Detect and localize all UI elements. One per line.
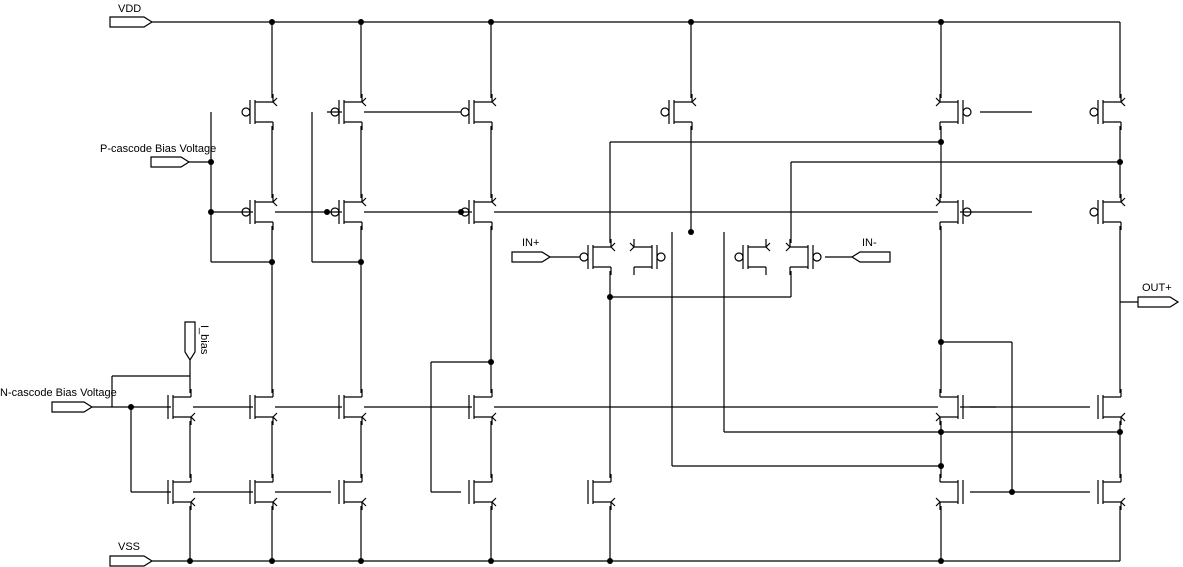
junction-dot [1009,489,1015,495]
p-cascode-bias-label: P-cascode Bias Voltage [100,143,216,155]
nmos-m2 [249,389,278,425]
junction-dot [269,259,275,265]
pmos-m3 [460,94,497,130]
vss-pin: VSS [109,541,154,567]
junction-dots [128,19,1123,564]
junction-dot [938,339,944,345]
pmos-diff-right [734,239,771,275]
junction-dot [488,19,494,25]
transistor-devices [167,94,1126,510]
pmos-m8 [330,194,367,230]
pmos-m2 [330,94,367,130]
junction-dot [938,19,944,25]
vdd-pin: VDD [109,3,154,28]
nmos-m1 [167,389,196,425]
junction-dot [938,463,944,469]
in-minus-pin: IN- [825,237,891,263]
out-plus-label: OUT+ [1142,282,1172,294]
junction-dot [358,558,364,564]
junction-dot [324,209,330,215]
junction-dot [187,558,193,564]
nmos-m10 [468,474,497,510]
pmos-m4 [660,94,697,130]
junction-dot [458,209,464,215]
p-bias-wires [210,111,1032,263]
pmos-in-minus [785,239,822,275]
nmos-m11 [587,474,616,510]
vdd-label: VDD [118,3,141,15]
vss-label: VSS [118,541,140,553]
junction-dot [607,294,613,300]
nmos-m9 [338,474,367,510]
pmos-m11 [1089,194,1126,230]
pmos-m9 [460,194,497,230]
nmos-m12 [935,474,964,510]
nmos-m13 [1097,474,1126,510]
pmos-in-plus [579,239,616,275]
junction-dot [208,159,214,165]
nmos-m8 [249,474,278,510]
pmos-diff-left [629,239,666,275]
junction-dot [269,19,275,25]
nmos-m6 [1097,389,1126,425]
junction-dot [358,259,364,265]
nmos-m4 [468,389,497,425]
n-cascode-bias-pin: N-cascode Bias Voltage [0,387,117,413]
junction-dot [128,404,134,410]
junction-dot [938,429,944,435]
pmos-m5 [935,94,972,130]
junction-dot [688,19,694,25]
i-bias-pin: I_bias [184,321,210,376]
n-cascode-bias-label: N-cascode Bias Voltage [0,387,117,399]
out-plus-pin: OUT+ [1120,282,1180,308]
junction-dot [1117,159,1123,165]
junction-dot [488,359,494,365]
junction-dot [607,558,613,564]
in-minus-label: IN- [862,237,877,249]
nmos-m3 [338,389,367,425]
junction-dot [488,558,494,564]
junction-dot [269,558,275,564]
in-plus-pin: IN+ [511,237,580,263]
pmos-m1 [241,94,278,130]
pmos-m6 [1089,94,1126,130]
junction-dot [358,19,364,25]
nmos-m5 [935,389,964,425]
pmos-m10 [935,194,972,230]
junction-dot [938,139,944,145]
p-cascode-bias-pin: P-cascode Bias Voltage [100,143,216,168]
nmos-m7 [167,474,196,510]
i-bias-label: I_bias [198,325,210,355]
pmos-m7 [241,194,278,230]
junction-dot [1117,429,1123,435]
junction-dot [938,558,944,564]
in-plus-label: IN+ [522,237,539,249]
junction-dot [688,229,694,235]
junction-dot [208,209,214,215]
